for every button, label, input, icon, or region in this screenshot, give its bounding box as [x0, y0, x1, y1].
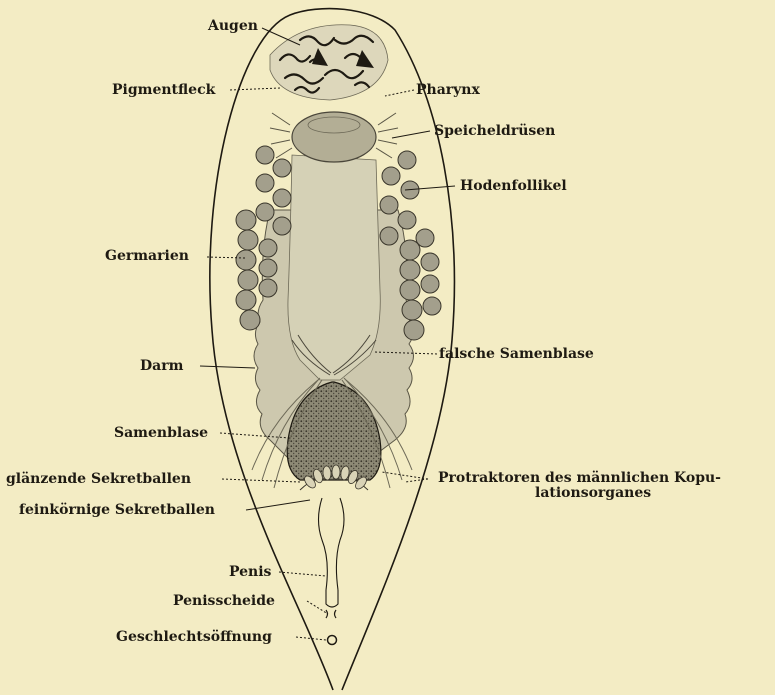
label-protraktoren-line2: lationsorganes [438, 486, 721, 501]
penis-duct [319, 498, 345, 607]
label-glaenzende-sekretballen: glänzende Sekretballen [6, 471, 191, 487]
augen-region [270, 25, 388, 100]
label-penisscheide: Penisscheide [173, 593, 275, 609]
label-protraktoren: Protraktoren des männlichen Kopu- lation… [438, 471, 721, 501]
hodenfollikel [380, 151, 434, 247]
label-samenblase: Samenblase [114, 425, 208, 441]
geschlechtsoeffnung [328, 636, 337, 645]
darm-center [288, 155, 380, 380]
label-hodenfollikel: Hodenfollikel [460, 178, 567, 194]
pharynx [292, 112, 376, 162]
label-darm: Darm [140, 358, 183, 374]
label-geschlechtsoeffnung: Geschlechtsöffnung [116, 629, 272, 645]
label-falsche-samenblase: falsche Samenblase [439, 346, 594, 362]
label-pigmentfleck: Pigmentfleck [112, 82, 215, 98]
label-penis: Penis [229, 564, 271, 580]
label-protraktoren-line1: Protraktoren des männlichen Kopu- [438, 471, 721, 486]
label-pharynx: Pharynx [416, 82, 480, 98]
label-germarien: Germarien [105, 248, 189, 264]
label-speicheldruesen: Speicheldrüsen [434, 123, 555, 139]
label-feinkoernige-sekretballen: feinkörnige Sekretballen [19, 502, 215, 518]
label-augen: Augen [208, 18, 258, 34]
